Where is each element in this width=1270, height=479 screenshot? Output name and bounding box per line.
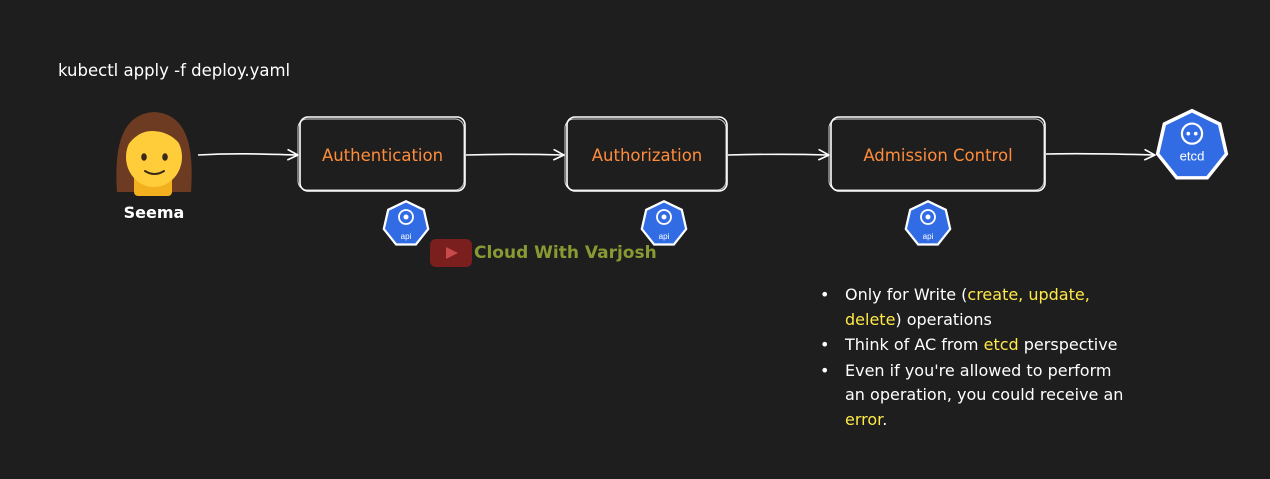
kubernetes-api-icon: api <box>382 200 430 246</box>
authentication-label: Authentication <box>321 146 444 165</box>
command-text: kubectl apply -f deploy.yaml <box>58 61 291 80</box>
note-item: Think of AC from etcd perspective <box>820 333 1130 358</box>
arrow-user-to-authentication <box>197 148 299 161</box>
notes-list: Only for Write (create, update, delete) … <box>820 283 1130 433</box>
api-label: api <box>401 232 412 241</box>
arrow-authentication-to-authorization <box>465 148 565 161</box>
authorization-label: Authorization <box>591 146 703 165</box>
etcd-label: etcd <box>1180 149 1205 164</box>
kubernetes-etcd-icon: etcd <box>1155 108 1229 180</box>
kubernetes-api-icon: api <box>640 200 688 246</box>
woman-emoji-icon <box>116 112 192 196</box>
arrow-authorization-to-admission <box>727 148 830 161</box>
watermark-text: Cloud With Varjosh <box>474 243 657 263</box>
api-label: api <box>923 232 934 241</box>
admission-control-label: Admission Control <box>863 146 1013 165</box>
youtube-play-icon <box>430 239 472 267</box>
note-item: Only for Write (create, update, delete) … <box>820 283 1130 332</box>
kubernetes-api-icon: api <box>904 200 952 246</box>
user-name: Seema <box>123 203 185 222</box>
api-label: api <box>659 232 670 241</box>
arrow-admission-to-etcd <box>1045 148 1156 161</box>
note-item: Even if you're allowed to perform an ope… <box>820 359 1130 433</box>
authorization-box <box>564 116 728 192</box>
